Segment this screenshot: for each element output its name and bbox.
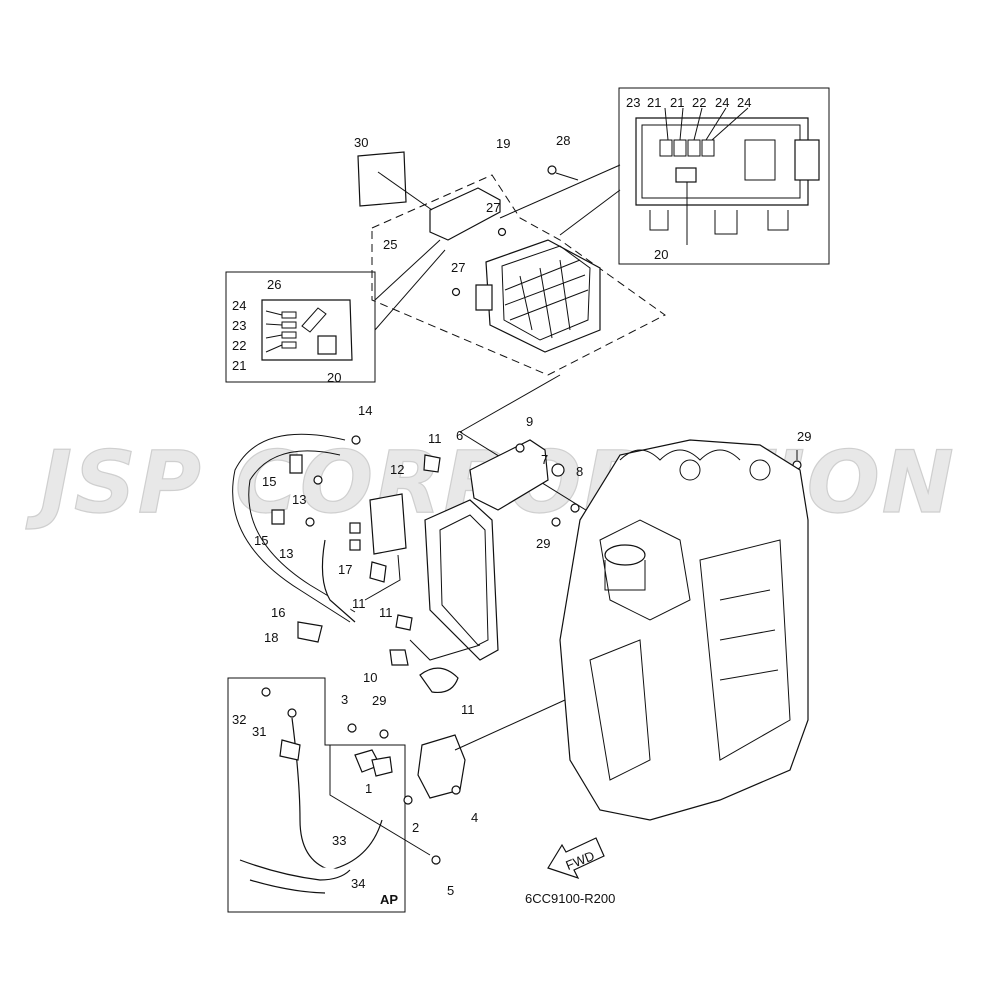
callout-22: 22: [232, 338, 246, 353]
callout-24: 24: [232, 298, 246, 313]
callout-26: 26: [267, 277, 281, 292]
callout-20: 20: [327, 370, 341, 385]
inset-ap-cables: [227, 677, 406, 913]
inset-ecu-detail: [618, 87, 830, 265]
callout-33: 33: [332, 833, 346, 848]
callout-9: 9: [526, 414, 533, 429]
callout-21: 21: [670, 95, 684, 110]
drawing-code: 6CC9100-R200: [525, 891, 615, 906]
callout-11: 11: [461, 702, 475, 717]
callout-29: 29: [536, 536, 550, 551]
callout-14: 14: [358, 403, 372, 418]
callout-13: 13: [292, 492, 306, 507]
wire-harness: [232, 433, 356, 643]
callout-21: 21: [232, 358, 246, 373]
callout-6: 6: [456, 428, 463, 443]
callout-28: 28: [556, 133, 570, 148]
callout-16: 16: [271, 605, 285, 620]
callout-32: 32: [232, 712, 246, 727]
callout-34: 34: [351, 876, 365, 891]
inset-frame: [618, 87, 830, 265]
bracket-assembly: [349, 374, 611, 694]
callout-11: 11: [352, 596, 366, 611]
callout-3: 3: [341, 692, 348, 707]
callout-25: 25: [383, 237, 397, 252]
callout-24: 24: [737, 95, 751, 110]
callout-27: 27: [486, 200, 500, 215]
callout-13: 13: [279, 546, 293, 561]
callout-1: 1: [365, 781, 372, 796]
bracket-plate: [424, 499, 499, 661]
callout-2: 2: [412, 820, 419, 835]
callout-21: 21: [647, 95, 661, 110]
callout-4: 4: [471, 810, 478, 825]
callout-19: 19: [496, 136, 510, 151]
callout-31: 31: [252, 724, 266, 739]
callout-30: 30: [354, 135, 368, 150]
callout-18: 18: [264, 630, 278, 645]
fuse-cover-25: [429, 187, 501, 241]
callout-24: 24: [715, 95, 729, 110]
ecu-assembly: [357, 151, 666, 376]
callout-15: 15: [262, 474, 276, 489]
inset-fuse-cover: [225, 239, 446, 383]
callout-20: 20: [654, 247, 668, 262]
relay-group-lower: [329, 699, 566, 865]
fwd-arrow-icon: [547, 837, 605, 880]
callout-7: 7: [541, 452, 548, 467]
callout-15: 15: [254, 533, 268, 548]
callout-22: 22: [692, 95, 706, 110]
callout-23: 23: [232, 318, 246, 333]
inset-frame: [227, 677, 406, 913]
callout-17: 17: [338, 562, 352, 577]
callout-11: 11: [428, 431, 442, 446]
callout-10: 10: [363, 670, 377, 685]
ecu-unit: [485, 239, 601, 353]
label-sheet-30: [357, 151, 407, 207]
callout-5: 5: [447, 883, 454, 898]
callout-11: 11: [379, 605, 393, 620]
callout-27: 27: [451, 260, 465, 275]
relay-12: [369, 493, 407, 555]
callout-29: 29: [372, 693, 386, 708]
bracket-6: [469, 439, 549, 511]
callout-8: 8: [576, 464, 583, 479]
inset-frame: [225, 271, 376, 383]
callout-29: 29: [797, 429, 811, 444]
engine-block: [559, 439, 809, 821]
callout-12: 12: [390, 462, 404, 477]
ap-label: AP: [380, 892, 398, 907]
callout-23: 23: [626, 95, 640, 110]
